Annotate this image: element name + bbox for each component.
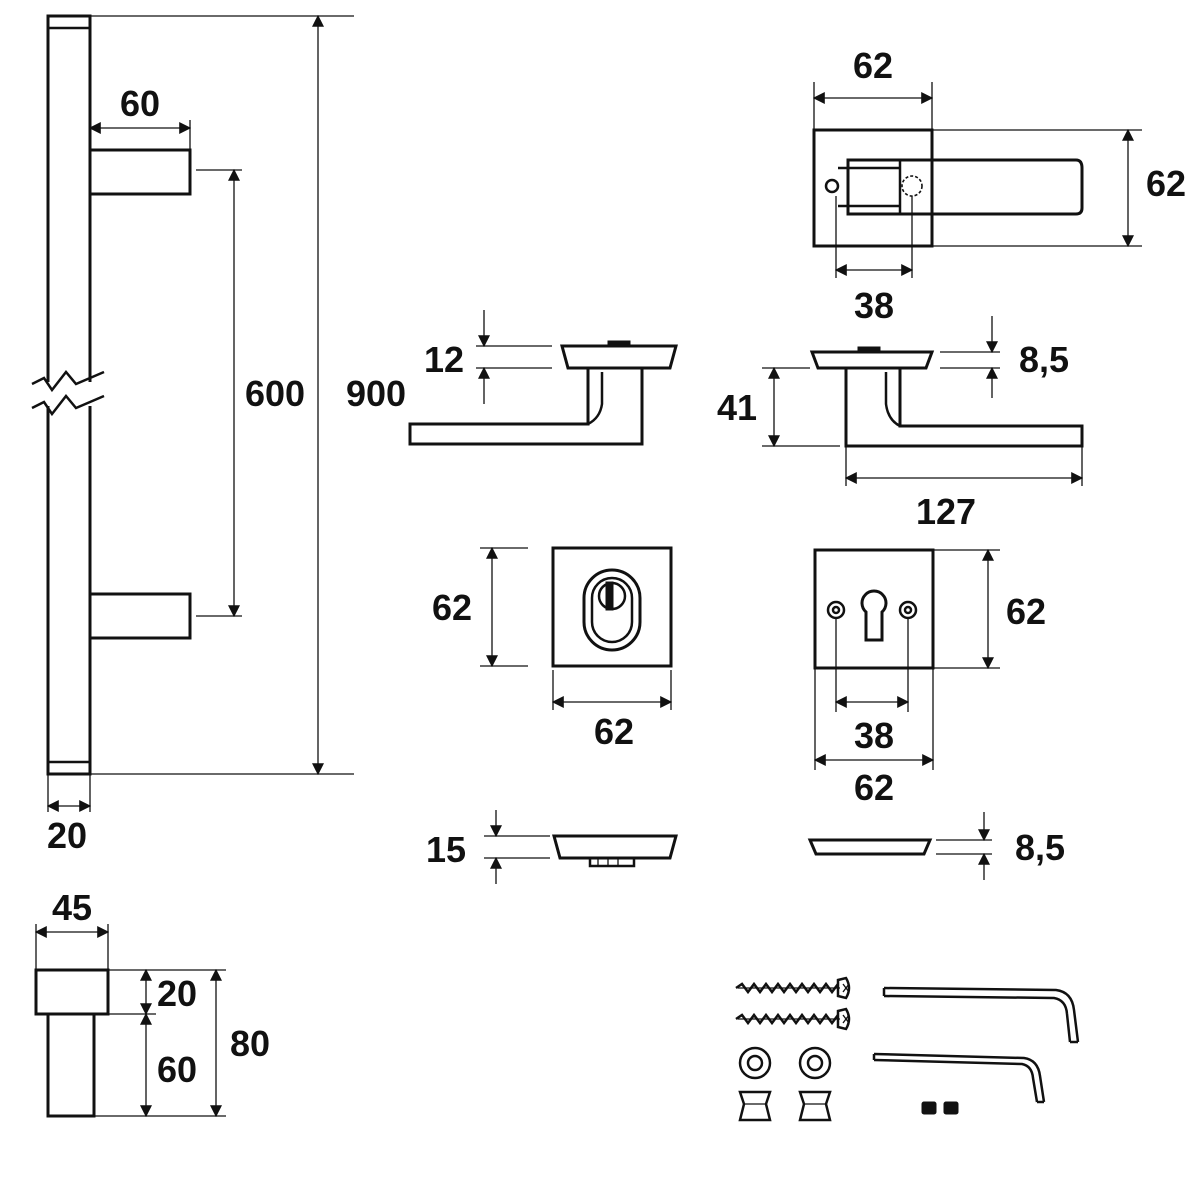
- lever-handle-top: [846, 158, 1084, 216]
- wc-oval: [582, 568, 642, 652]
- dim-cyl-rose-height: 62: [1006, 591, 1046, 632]
- washer-1: [738, 1046, 772, 1080]
- screw-hole-right: [898, 600, 918, 620]
- cylinder-rose-plate: [813, 548, 935, 670]
- dim-standoff-leg: 60: [157, 1049, 197, 1090]
- wc-rose-side-drawing: 15: [426, 810, 678, 884]
- dim-wc-rose-width: 62: [594, 711, 634, 752]
- standoff-top: [88, 148, 192, 196]
- screw-2: [735, 1007, 851, 1031]
- dim-pull-center: 600: [245, 373, 305, 414]
- lever-side-left-drawing: 12: [408, 310, 678, 446]
- wc-rose-side: [552, 834, 678, 860]
- dim-cyl-screw-spacing: 38: [854, 715, 894, 756]
- spindle-marker: [901, 175, 923, 197]
- cylinder-rose-drawing: 62 38 62: [813, 548, 1046, 808]
- dim-cyl-rose-width: 62: [854, 767, 894, 808]
- cylinder-keyhole: [860, 589, 888, 642]
- dim-standoff-width: 45: [52, 887, 92, 928]
- pull-handle-drawing: 60 600 900 20: [31, 14, 406, 856]
- lever-rose-left: [560, 344, 678, 370]
- dim-standoff-total: 80: [230, 1023, 270, 1064]
- dim-lever-top-width: 62: [853, 45, 893, 86]
- plug-2: [798, 1090, 832, 1122]
- dim-lever-rose-right: 8,5: [1019, 339, 1069, 380]
- wc-rose-plate: [551, 546, 673, 668]
- dim-lever-length: 127: [916, 491, 976, 532]
- break-line-top: [31, 370, 105, 393]
- washer-2: [798, 1046, 832, 1080]
- grub-screw-2: [943, 1101, 959, 1115]
- dim-pull-depth: 60: [120, 83, 160, 124]
- dim-cyl-rose-thickness: 8,5: [1015, 827, 1065, 868]
- dim-lever-height: 41: [717, 387, 757, 428]
- wc-rose-drawing: 62 62: [432, 546, 673, 752]
- dim-pull-length: 900: [346, 373, 406, 414]
- lever-rose-top: [812, 128, 934, 248]
- screw-1: [735, 976, 851, 1000]
- break-line-bottom: [31, 394, 105, 417]
- standoff-detail-drawing: 45 20 60 80: [34, 887, 270, 1118]
- lever-rose-right: [809, 350, 935, 370]
- cylinder-rose-side-drawing: 8,5: [807, 812, 1065, 880]
- lever-handle-right: [844, 368, 1084, 448]
- plug-1: [738, 1090, 772, 1122]
- fixing-hole: [824, 178, 840, 194]
- cylinder-rose-side: [807, 838, 933, 856]
- allen-key-small: [872, 1052, 1046, 1104]
- dim-lever-spindle: 38: [854, 285, 894, 326]
- screw-hole-left: [826, 600, 846, 620]
- grub-screw-1: [921, 1101, 937, 1115]
- wc-turn-slot: [605, 581, 614, 611]
- lever-handle-left: [408, 368, 644, 446]
- dim-lever-rose-left: 12: [424, 339, 464, 380]
- standoff-leg: [46, 1012, 96, 1118]
- lever-side-right-drawing: 8,5 41 127: [717, 316, 1084, 532]
- lever-top-view-drawing: 62 62 38: [812, 45, 1186, 326]
- dim-wc-rose-thickness: 15: [426, 829, 466, 870]
- standoff-collar: [34, 968, 110, 1016]
- dim-pull-diameter: 20: [47, 815, 87, 856]
- standoff-bottom: [88, 592, 192, 640]
- dim-lever-top-height: 62: [1146, 163, 1186, 204]
- dim-standoff-collar: 20: [157, 973, 197, 1014]
- dim-wc-rose-height: 62: [432, 587, 472, 628]
- accessories-drawing: [735, 976, 1080, 1122]
- allen-key-large: [882, 986, 1080, 1044]
